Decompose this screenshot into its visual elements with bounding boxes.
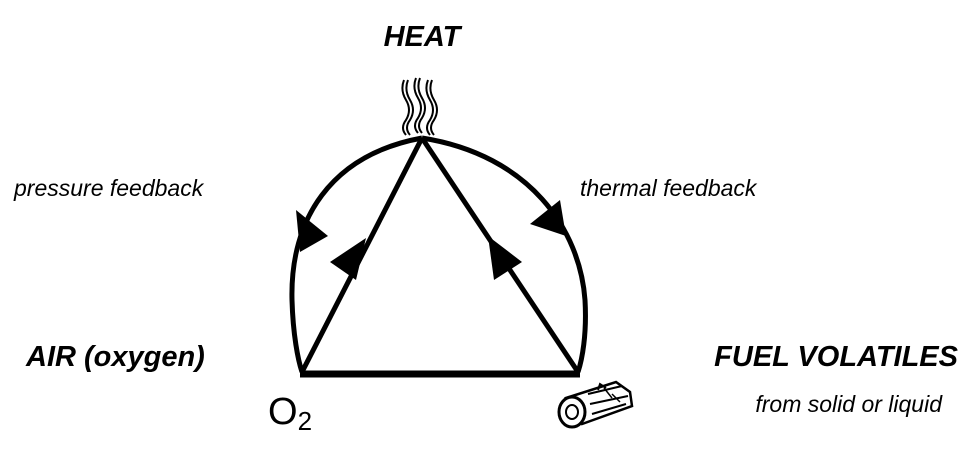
- pressure-feedback-arrow-icon: [296, 210, 328, 252]
- log-icon: [557, 380, 634, 429]
- heat-waves-icon: [401, 77, 438, 136]
- fuel-sub-label: from solid or liquid: [755, 391, 943, 417]
- triangle-left-edge: [299, 136, 425, 374]
- thermal-feedback-arrow-icon: [530, 200, 566, 236]
- right-edge-arrow-icon: [488, 236, 522, 280]
- feedback-arcs: [289, 135, 588, 373]
- thermal-feedback-label: thermal feedback: [580, 175, 758, 201]
- left-edge-arrow-icon: [330, 238, 366, 280]
- oxygen-symbol-letter: O: [268, 391, 298, 433]
- fuel-label: FUEL VOLATILES: [714, 341, 958, 373]
- air-label: AIR (oxygen): [25, 341, 205, 373]
- pressure-feedback-label: pressure feedback: [13, 175, 205, 201]
- pressure-feedback-arc: [289, 135, 423, 373]
- oxygen-symbol: O2: [268, 391, 312, 436]
- thermal-feedback-arc: [421, 135, 588, 373]
- heat-label: HEAT: [384, 21, 463, 53]
- arrowheads: [296, 200, 566, 280]
- oxygen-symbol-subscript: 2: [298, 406, 312, 436]
